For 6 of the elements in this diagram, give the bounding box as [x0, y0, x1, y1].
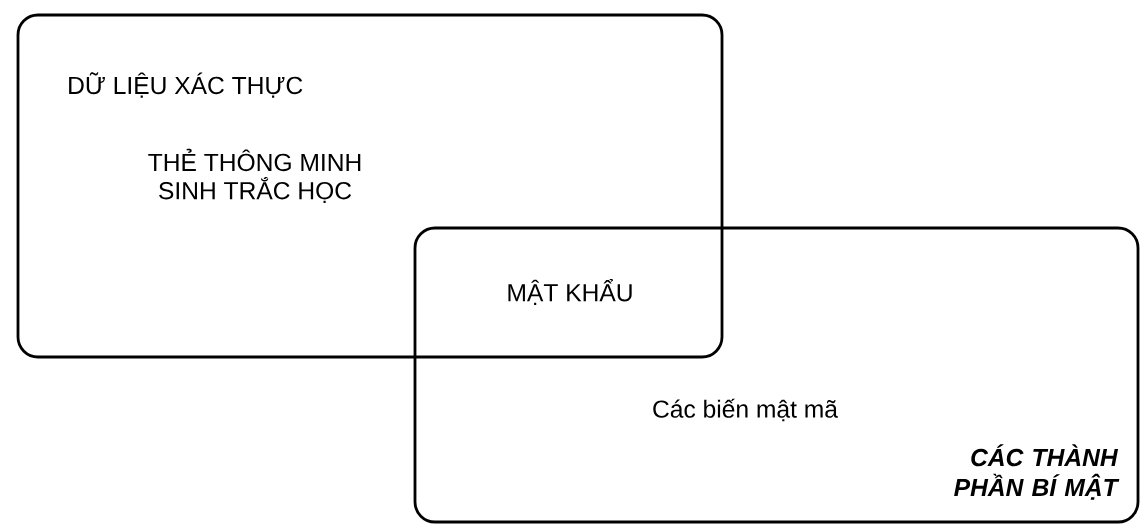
text: DỮ LIỆU XÁC THỰC: [69, 72, 303, 98]
text: MẬT KHẨU: [508, 279, 632, 305]
text: Các biến mật mã: [653, 398, 838, 422]
text: THẺ THÔNG MINH: [148, 148, 361, 172]
heading: CÁC THÀNH PHẦN BÍ MẬT: [954, 444, 1120, 500]
text: SINH TRẮC HỌC: [159, 177, 352, 203]
